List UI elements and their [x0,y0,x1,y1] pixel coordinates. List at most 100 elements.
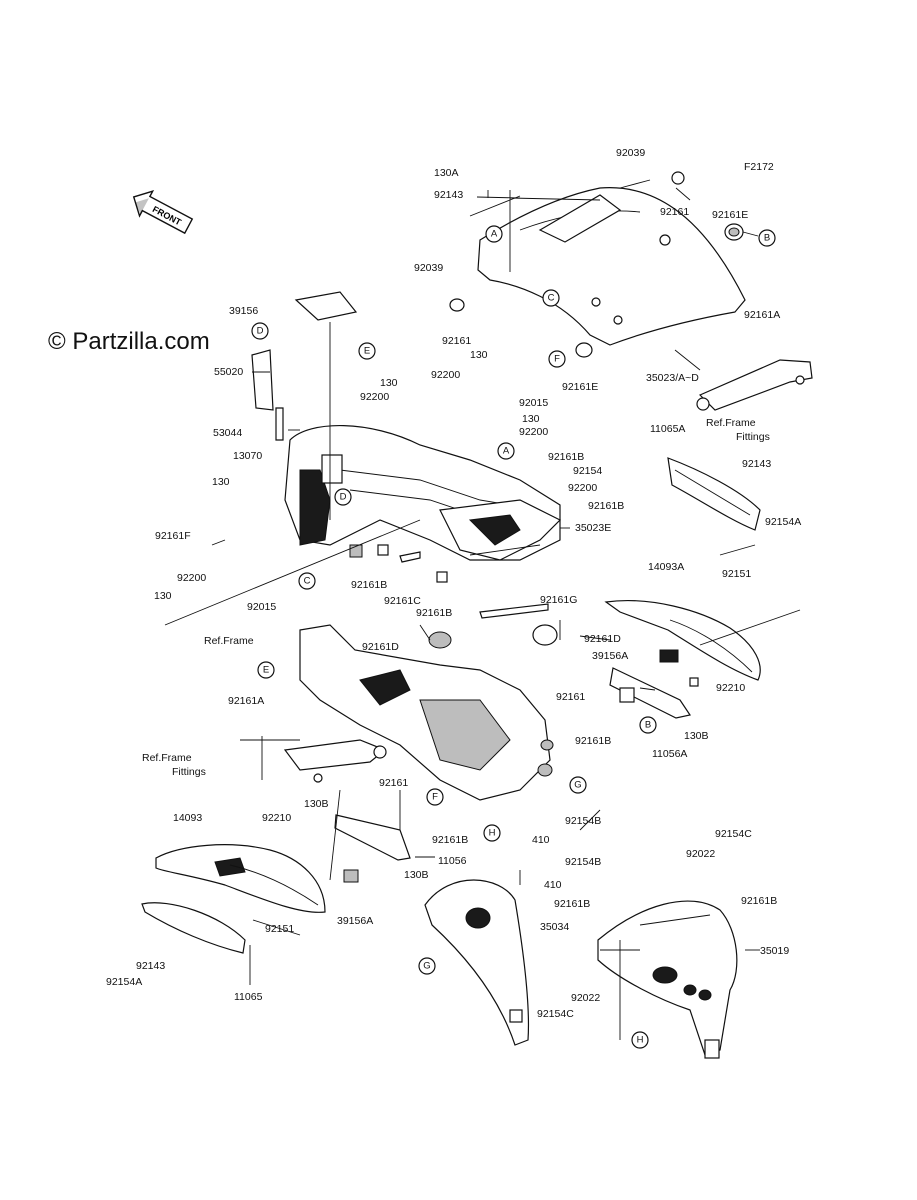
label-92143-top: 92143 [434,189,463,201]
label-92210-right: 92210 [716,682,745,694]
label-39156a-right: 39156A [592,650,628,662]
label-92161d-right: 92161D [584,633,621,645]
label-92161-right2: 92161 [556,691,585,703]
label-53044: 53044 [213,427,242,439]
label-92161a-left: 92161A [228,695,264,707]
label-92154b-b: 92154B [565,856,601,868]
label-92161b-a: 92161B [548,451,584,463]
rear-subframe-assembly [284,424,562,619]
callout-g-bottom: G [418,957,436,975]
inner-fender-35034 [424,879,530,1046]
label-92161b-d: 92161B [416,607,452,619]
svg-text:F: F [432,792,438,803]
label-92143-right: 92143 [742,458,771,470]
label-92161b-c: 92161B [351,579,387,591]
label-92154c-top: 92154C [715,828,752,840]
label-92154: 92154 [573,465,602,477]
svg-text:G: G [574,780,581,791]
label-130-b: 130 [380,377,398,389]
svg-text:H: H [489,828,496,839]
label-92022-top: 92022 [686,848,715,860]
svg-text:H: H [637,1035,644,1046]
callout-d-mid: D [334,488,352,506]
label-130-c: 130 [522,413,540,425]
callout-f-mid: F [426,788,444,806]
label-92151-left: 92151 [265,923,294,935]
label-92161e-right: 92161E [712,209,748,221]
label-92161a-right: 92161A [744,309,780,321]
callout-b-top: B [758,229,776,247]
side-cover-11065 [141,902,246,954]
label-130a: 130A [434,167,459,179]
callout-f-top: F [548,350,566,368]
label-92154a-right: 92154A [765,516,801,528]
label-ref-frame-fittings-right-1: Ref.Frame [706,417,756,429]
label-92161g: 92161G [540,594,577,606]
label-130-a: 130 [470,349,488,361]
label-92151-right: 92151 [722,568,751,580]
svg-text:A: A [491,229,498,240]
label-130b-left2: 130B [404,869,429,881]
rear-cover-35019 [597,900,738,1059]
leader-lines [164,179,801,1040]
label-92161b-e: 92161B [575,735,611,747]
label-92200-b: 92200 [360,391,389,403]
label-13070: 13070 [233,450,262,462]
label-11065a: 11065A [650,423,685,435]
label-92200-c: 92200 [519,426,548,438]
callout-a-top: A [485,225,503,243]
label-92161b-f: 92161B [432,834,468,846]
grab-rail-14093 [155,844,326,913]
callout-b-mid: B [639,716,657,734]
label-14093: 14093 [173,812,202,824]
label-410-a: 410 [532,834,550,846]
label-11065: 11065 [234,991,263,1003]
label-92161b-b: 92161B [588,500,624,512]
callout-e-top: E [358,342,376,360]
label-410-b: 410 [544,879,562,891]
svg-text:A: A [503,446,510,457]
label-130-e: 130 [154,590,172,602]
label-92143-left: 92143 [136,960,165,972]
callout-h-mid: H [483,824,501,842]
label-92154b-a: 92154B [565,815,601,827]
frame-fittings-left-part [283,739,387,783]
label-35023ad: 35023/A~D [646,372,699,384]
grab-rail-14093a [604,599,761,687]
label-ref-frame: Ref.Frame [204,635,254,647]
callout-a-mid: A [497,442,515,460]
svg-text:B: B [645,720,651,731]
front-direction-arrow-icon: FRONT [132,190,194,235]
callout-c-top: C [542,289,560,307]
callout-e-mid: E [257,661,275,679]
label-ref-frame-fittings-left-2: Fittings [172,766,206,778]
label-ref-frame-fittings-right-2: Fittings [736,431,770,443]
svg-text:C: C [304,576,311,587]
label-92200-d: 92200 [568,482,597,494]
label-92200-a: 92200 [431,369,460,381]
label-55020: 55020 [214,366,243,378]
label-92022-bottom: 92022 [571,992,600,1004]
label-35019: 35019 [760,945,789,957]
label-92210-left: 92210 [262,812,291,824]
label-92015-b: 92015 [247,601,276,613]
label-92161b-g: 92161B [741,895,777,907]
label-14093a: 14093A [648,561,684,573]
svg-text:E: E [263,665,269,676]
frame-fittings-right-part [696,359,813,411]
bracket-11056a [609,667,691,719]
callout-g-right: G [569,776,587,794]
label-92161d-left: 92161D [362,641,399,653]
svg-text:D: D [340,492,347,503]
part-number-labels: 130A 92143 92039 92161 92161E 92039 9216… [106,147,801,1020]
label-92161c: 92161C [384,595,421,607]
label-130b-left: 130B [304,798,329,810]
label-92200-e: 92200 [177,572,206,584]
label-39156a-left: 39156A [337,915,373,927]
side-cover-11065a [667,457,761,531]
svg-text:D: D [257,326,264,337]
label-39156: 39156 [229,305,258,317]
callout-h-bottom: H [631,1031,649,1049]
figure-code: F2172 [744,161,774,173]
